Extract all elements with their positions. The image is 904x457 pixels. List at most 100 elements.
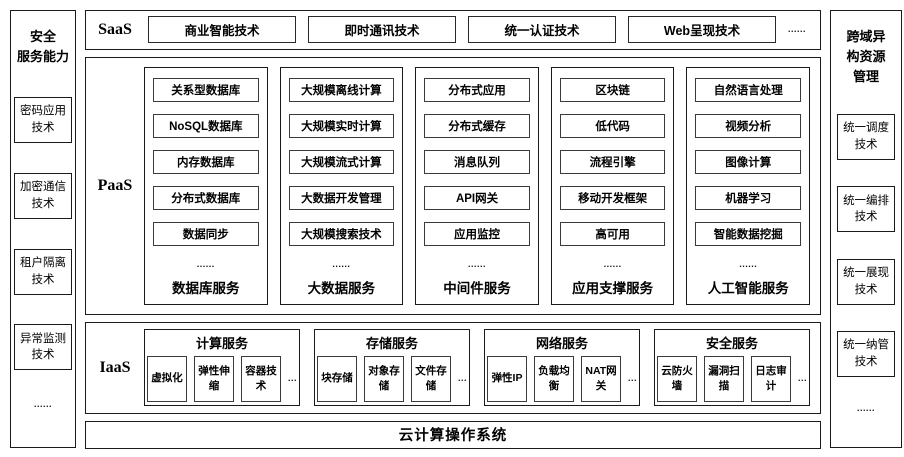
more-ellipsis: ...... bbox=[603, 258, 622, 269]
iaas-group-title: 网络服务 bbox=[536, 335, 589, 351]
paas-column-bigdata: 大规模离线计算 大规模实时计算 大规模流式计算 大数据开发管理 大规模搜索技术 … bbox=[279, 66, 404, 305]
paas-label: PaaS bbox=[97, 176, 133, 194]
sidebar-item-unified-scheduling-tech: 统一调度技术 bbox=[837, 113, 896, 160]
iaas-item: 弹性IP bbox=[487, 355, 528, 402]
paas-item: 大规模搜索技术 bbox=[288, 221, 395, 246]
saas-item-instant-messaging: 即时通讯技术 bbox=[308, 16, 456, 44]
more-ellipsis: ...... bbox=[468, 258, 487, 269]
iaas-item: 负载均衡 bbox=[534, 355, 575, 402]
more-ellipsis: ...... bbox=[857, 402, 876, 413]
security-sidebar-items: 密码应用技术 加密通信技术 租户隔离技术 异常监测技术 ...... bbox=[14, 67, 72, 439]
paas-column-title: 中间件服务 bbox=[443, 280, 511, 296]
paas-column-ai: 自然语言处理 视频分析 图像计算 机器学习 智能数据挖掘 ...... 人工智能… bbox=[686, 66, 811, 305]
iaas-group-items: 虚拟化 弹性伸缩 容器技术 ... bbox=[147, 355, 298, 402]
sidebar-item-encrypted-comm-tech: 加密通信技术 bbox=[14, 172, 72, 219]
paas-item: 内存数据库 bbox=[153, 149, 259, 174]
paas-item: 移动开发框架 bbox=[559, 185, 666, 210]
iaas-group-network: 网络服务 弹性IP 负载均衡 NAT网关 ... bbox=[484, 328, 641, 406]
paas-item: 流程引擎 bbox=[559, 149, 666, 174]
iaas-group-items: 弹性IP 负载均衡 NAT网关 ... bbox=[487, 355, 638, 402]
paas-column-app-support: 区块链 低代码 流程引擎 移动开发框架 高可用 ...... 应用支撑服务 bbox=[550, 66, 675, 305]
paas-column-title: 人工智能服务 bbox=[707, 280, 789, 296]
paas-item: 视频分析 bbox=[695, 113, 802, 138]
more-ellipsis: ... bbox=[458, 373, 468, 384]
iaas-group-security: 安全服务 云防火墙 漏洞扫描 日志审计 ... bbox=[654, 328, 811, 406]
saas-items: 商业智能技术 即时通讯技术 统一认证技术 Web呈现技术 ...... bbox=[144, 11, 820, 49]
more-ellipsis: ... bbox=[628, 373, 638, 384]
iaas-group-items: 块存储 对象存储 文件存储 ... bbox=[317, 355, 468, 402]
iaas-item: 块存储 bbox=[317, 355, 358, 402]
cross-domain-title-line2: 构资源 bbox=[846, 49, 886, 65]
more-ellipsis: ...... bbox=[788, 24, 807, 35]
sidebar-item-anomaly-monitoring-tech: 异常监测技术 bbox=[14, 324, 72, 371]
saas-item-business-intelligence: 商业智能技术 bbox=[148, 16, 296, 44]
paas-item: 大规模实时计算 bbox=[288, 113, 395, 138]
more-ellipsis: ...... bbox=[33, 399, 52, 410]
iaas-item: 虚拟化 bbox=[147, 355, 187, 402]
iaas-group-title: 计算服务 bbox=[196, 335, 249, 351]
paas-item: NoSQL数据库 bbox=[153, 113, 259, 138]
iaas-groups: 计算服务 虚拟化 弹性伸缩 容器技术 ... 存储服务 块存储 对象存储 文件存… bbox=[144, 323, 820, 413]
cloud-os-title: 云计算操作系统 bbox=[398, 428, 508, 445]
paas-columns: 关系型数据库 NoSQL数据库 内存数据库 分布式数据库 数据同步 ......… bbox=[144, 58, 820, 314]
iaas-group-title: 存储服务 bbox=[366, 335, 419, 351]
paas-layer: PaaS 关系型数据库 NoSQL数据库 内存数据库 分布式数据库 数据同步 .… bbox=[85, 56, 822, 315]
iaas-item: 云防火墙 bbox=[657, 355, 698, 402]
paas-column-middleware: 分布式应用 分布式缓存 消息队列 API网关 应用监控 ...... 中间件服务 bbox=[415, 66, 539, 305]
paas-item: 消息队列 bbox=[424, 149, 530, 174]
security-sidebar-title-line2: 服务能力 bbox=[16, 49, 69, 65]
sidebar-item-unified-management-tech: 统一纳管技术 bbox=[837, 331, 896, 378]
iaas-group-items: 云防火墙 漏洞扫描 日志审计 ... bbox=[657, 355, 808, 402]
paas-item: 数据同步 bbox=[153, 221, 259, 246]
cross-domain-sidebar-title: 跨域异 构资源 管理 bbox=[847, 27, 886, 87]
iaas-group-title: 安全服务 bbox=[706, 335, 759, 351]
paas-item: API网关 bbox=[424, 185, 530, 210]
cross-domain-sidebar-items: 统一调度技术 统一编排技术 统一展现技术 统一纳管技术 ...... bbox=[834, 87, 898, 439]
paas-item: 分布式数据库 bbox=[153, 185, 259, 210]
more-ellipsis: ... bbox=[798, 373, 808, 384]
paas-item: 大规模离线计算 bbox=[288, 77, 395, 102]
cloud-os-bar: 云计算操作系统 bbox=[85, 420, 822, 449]
iaas-item: 文件存储 bbox=[411, 355, 452, 402]
security-services-sidebar: 安全 服务能力 密码应用技术 加密通信技术 租户隔离技术 异常监测技术 ....… bbox=[10, 10, 76, 448]
sidebar-item-password-tech: 密码应用技术 bbox=[14, 97, 72, 144]
paas-column-title: 应用支撑服务 bbox=[572, 280, 654, 296]
saas-layer: SaaS 商业智能技术 即时通讯技术 统一认证技术 Web呈现技术 ...... bbox=[85, 10, 822, 50]
saas-label: SaaS bbox=[98, 20, 132, 38]
paas-item: 区块链 bbox=[559, 77, 666, 102]
cross-domain-resource-sidebar: 跨域异 构资源 管理 统一调度技术 统一编排技术 统一展现技术 统一纳管技术 .… bbox=[830, 10, 903, 448]
sidebar-item-unified-presentation-tech: 统一展现技术 bbox=[837, 258, 896, 305]
paas-item: 智能数据挖掘 bbox=[695, 221, 802, 246]
iaas-item: 容器技术 bbox=[241, 355, 281, 402]
more-ellipsis: ...... bbox=[332, 258, 351, 269]
paas-item: 自然语言处理 bbox=[695, 77, 802, 102]
paas-column-title: 数据库服务 bbox=[172, 280, 240, 296]
paas-item: 大规模流式计算 bbox=[288, 149, 395, 174]
more-ellipsis: ...... bbox=[739, 258, 758, 269]
paas-item: 关系型数据库 bbox=[153, 77, 259, 102]
sidebar-item-unified-orchestration-tech: 统一编排技术 bbox=[837, 186, 896, 233]
saas-item-web-presentation: Web呈现技术 bbox=[628, 16, 776, 44]
paas-item: 高可用 bbox=[559, 221, 666, 246]
sidebar-item-tenant-isolation-tech: 租户隔离技术 bbox=[14, 248, 72, 295]
iaas-item: 日志审计 bbox=[751, 355, 792, 402]
paas-item: 机器学习 bbox=[695, 185, 802, 210]
iaas-item: 弹性伸缩 bbox=[194, 355, 234, 402]
saas-item-unified-auth: 统一认证技术 bbox=[468, 16, 616, 44]
iaas-label: IaaS bbox=[99, 358, 131, 376]
cross-domain-title-line3: 管理 bbox=[853, 69, 880, 85]
paas-item: 低代码 bbox=[559, 113, 666, 138]
security-sidebar-title-line1: 安全 bbox=[29, 29, 56, 44]
cross-domain-title-line1: 跨域异 bbox=[846, 29, 886, 44]
iaas-group-storage: 存储服务 块存储 对象存储 文件存储 ... bbox=[314, 328, 471, 406]
paas-column-database: 关系型数据库 NoSQL数据库 内存数据库 分布式数据库 数据同步 ......… bbox=[144, 66, 268, 305]
paas-item: 图像计算 bbox=[695, 149, 802, 174]
main-layers: SaaS 商业智能技术 即时通讯技术 统一认证技术 Web呈现技术 ......… bbox=[85, 10, 822, 449]
paas-item: 分布式缓存 bbox=[424, 113, 530, 138]
iaas-group-compute: 计算服务 虚拟化 弹性伸缩 容器技术 ... bbox=[144, 328, 301, 406]
paas-item: 大数据开发管理 bbox=[288, 185, 395, 210]
iaas-item: 漏洞扫描 bbox=[704, 355, 745, 402]
paas-item: 应用监控 bbox=[424, 221, 530, 246]
more-ellipsis: ... bbox=[288, 373, 298, 384]
